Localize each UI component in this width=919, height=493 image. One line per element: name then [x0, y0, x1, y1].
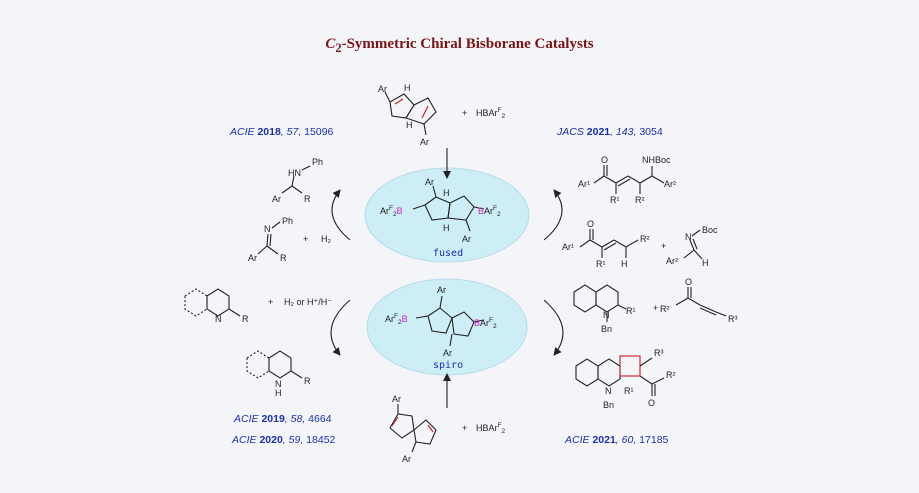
quinoline-substrate-structure — [184, 288, 241, 317]
imine-ar: Ar — [248, 253, 257, 263]
fused-cat-ar-bottom: Ar — [462, 234, 471, 244]
spiro-cat-ar-bottom: Ar — [443, 348, 452, 358]
enone-ar2: Ar² — [664, 179, 676, 189]
quinoline-plus: + — [268, 297, 273, 307]
hydroborane-bottom: HBArF2 — [476, 422, 506, 435]
reference-acie-2018: ACIE 2018, 57, 15096 — [230, 126, 334, 138]
diene-h-bottom: H — [406, 120, 413, 130]
reference-acie-2020: ACIE 2020, 59, 18452 — [232, 434, 336, 446]
dhq-n: N — [603, 310, 610, 320]
ynone-r2: R² — [660, 304, 670, 314]
dienone-r2: R² — [640, 234, 650, 244]
reference-acie-2019: ACIE 2019, 58, 4664 — [234, 413, 332, 425]
reference-jacs-2021: JACS 2021, 143, 3054 — [557, 126, 663, 138]
boc-imine-structure — [683, 229, 703, 260]
spiro-diene-ar-bottom: Ar — [402, 454, 411, 464]
diene-ar-top: Ar — [378, 84, 387, 94]
imine-plus: + — [303, 234, 308, 244]
enone-ar1: Ar¹ — [578, 179, 590, 189]
imine-ph: Ph — [282, 216, 293, 226]
quinoline-reductant: H₂ or H⁺/H⁻ — [284, 297, 332, 307]
hydroborane-top: HBArF2 — [476, 107, 506, 120]
thq-r: R — [304, 376, 311, 386]
enone-r1: R¹ — [610, 195, 620, 205]
dienone-r1: R¹ — [596, 259, 606, 269]
spiro-label: spiro — [433, 360, 464, 371]
boc-imine-h: H — [702, 258, 709, 268]
imine-substrate-structure — [257, 221, 281, 255]
ynone-structure — [675, 287, 727, 317]
spiro-diene-ar-top: Ar — [392, 394, 401, 404]
arrow-bottom-left-curve — [330, 299, 351, 356]
amine-ar: Ar — [272, 194, 281, 204]
title-rest: -Symmetric Chiral Bisborane Catalysts — [341, 36, 594, 52]
fused-cat-h1: H — [443, 188, 450, 198]
cyclobutene-product-structure — [575, 355, 665, 396]
arrow-top-left-curve — [331, 189, 351, 241]
cb-bn: Bn — [603, 400, 614, 410]
enone-substrate-structure — [579, 229, 639, 258]
fused-label: fused — [433, 248, 464, 259]
dienone-o: O — [587, 219, 594, 229]
amine-hn: HN — [288, 168, 301, 178]
imine-r: R — [280, 253, 287, 263]
thq-n: N — [275, 379, 282, 389]
cb-o: O — [648, 398, 655, 408]
fused-cat-ar-top: Ar — [425, 177, 434, 187]
enone-o: O — [601, 155, 608, 165]
cb-r3: R³ — [654, 348, 664, 358]
spiro-cat-b-left: ArF2B — [385, 313, 408, 326]
fused-catalyst-structure — [412, 185, 485, 232]
dhq-bn: Bn — [601, 324, 612, 334]
reference-acie-2021: ACIE 2021, 60, 17185 — [565, 434, 669, 446]
fused-diene-structure — [384, 91, 437, 136]
spiro-cat-ar-top: Ar — [437, 285, 446, 295]
cb-r2: R² — [666, 370, 676, 380]
cb-n: N — [605, 386, 612, 396]
boc-imine-boc: Boc — [702, 225, 718, 235]
imine-h2: H₂ — [321, 234, 331, 244]
thq-h: H — [275, 388, 282, 398]
title-c: C — [325, 36, 336, 52]
fused-cat-b-left: ArF2B — [380, 205, 403, 218]
quinoline-r: R — [242, 314, 249, 324]
cb-r1: R¹ — [624, 386, 634, 396]
arrow-bottom-right-curve — [543, 299, 564, 356]
quinoline-n: N — [215, 314, 222, 324]
dihydroquinoline-substrate-structure — [573, 284, 627, 322]
enone-nhboc: NHBoc — [642, 155, 671, 165]
dhq-plus: + — [653, 303, 658, 313]
ynone-r3: R³ — [728, 314, 738, 324]
diagram-title: C2-Symmetric Chiral Bisborane Catalysts — [0, 36, 919, 56]
fused-cat-h2: H — [443, 223, 450, 233]
spiro-catalyst-structure — [415, 295, 485, 347]
ynone-o: O — [685, 277, 692, 287]
reagent-plus-bottom: + — [462, 423, 467, 433]
boc-imine-ar2: Ar² — [666, 256, 678, 266]
amine-ph: Ph — [312, 157, 323, 167]
dhq-r1: R¹ — [626, 306, 636, 316]
dienone-plus: + — [661, 241, 666, 251]
dienone-ar1: Ar¹ — [562, 242, 574, 252]
amine-r: R — [304, 194, 311, 204]
arrow-top-right-curve — [543, 189, 563, 241]
title-sub: 2 — [335, 41, 342, 55]
enone-product-structure — [593, 165, 665, 194]
amine-product-structure — [281, 165, 311, 194]
boc-imine-n: N — [685, 232, 692, 242]
spiro-diene-structure — [389, 404, 437, 453]
dienone-h: H — [621, 259, 628, 269]
enone-r2: R² — [635, 195, 645, 205]
tetrahydroquinoline-product-structure — [246, 350, 303, 379]
imine-n: N — [264, 224, 271, 234]
diene-ar-bottom: Ar — [420, 137, 429, 147]
diene-h-top: H — [404, 83, 411, 93]
reagent-plus-top: + — [462, 108, 467, 118]
